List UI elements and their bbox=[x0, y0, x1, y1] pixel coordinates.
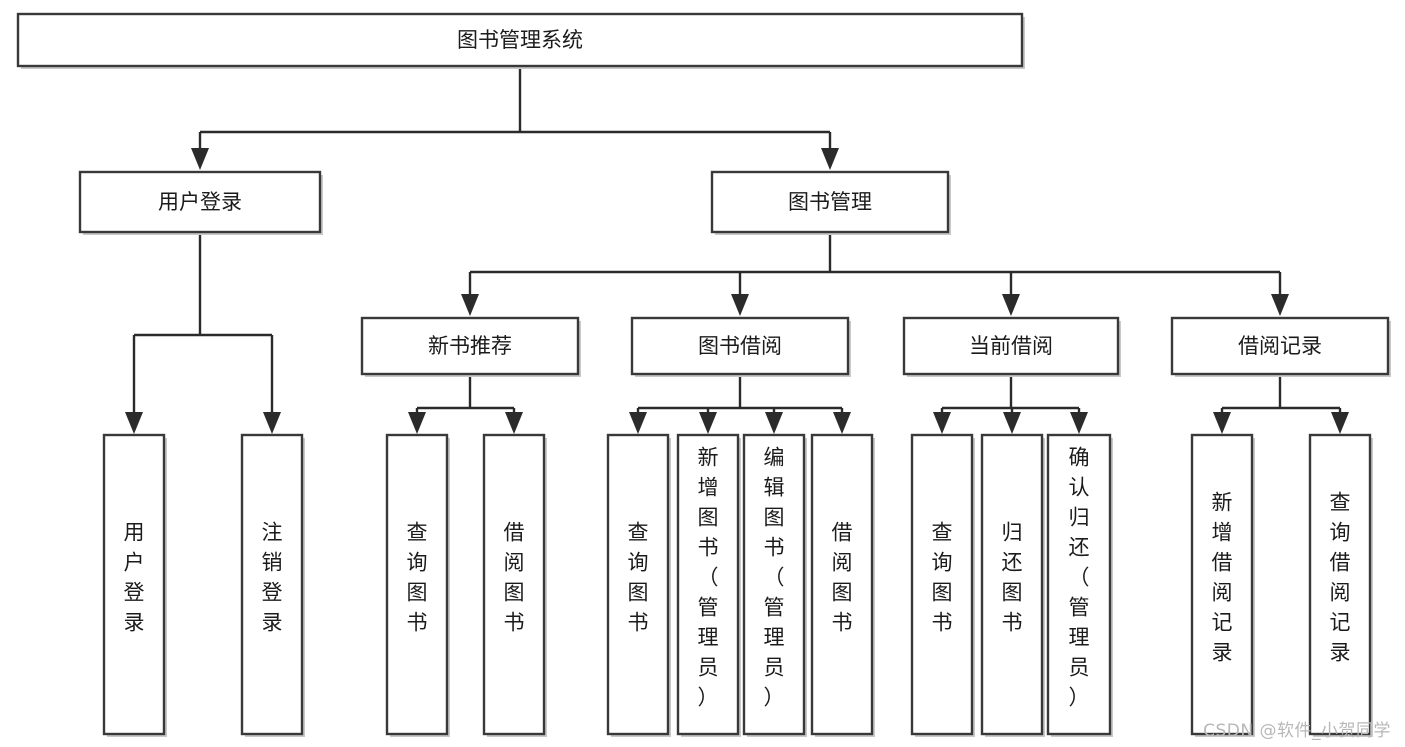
arrow-head-icon bbox=[1003, 412, 1021, 434]
node-borrow-record[interactable]: 借阅记录 bbox=[1170, 316, 1391, 377]
node-label: 归还图书 bbox=[1002, 521, 1023, 635]
node-rect[interactable] bbox=[1170, 316, 1390, 376]
node-leaf-borrow-book-recommend[interactable]: 借阅图书 bbox=[482, 433, 547, 737]
node-label: 新增图书（管理员） bbox=[698, 446, 719, 710]
node-rect[interactable] bbox=[980, 433, 1044, 736]
node-leaf-user-login[interactable]: 用户登录 bbox=[102, 433, 167, 737]
arrow-head-icon bbox=[629, 412, 647, 434]
arrow-head-icon bbox=[833, 412, 851, 434]
arrow-head-icon bbox=[821, 148, 839, 170]
node-label: 查询图书 bbox=[407, 521, 428, 635]
node-rect[interactable] bbox=[902, 316, 1120, 376]
arrow-head-icon bbox=[1331, 412, 1349, 434]
node-label: 编辑图书（管理员） bbox=[764, 446, 785, 710]
node-rect[interactable] bbox=[102, 433, 166, 736]
node-leaf-return-book[interactable]: 归还图书 bbox=[980, 433, 1045, 737]
node-leaf-logout[interactable]: 注销登录 bbox=[240, 433, 305, 737]
node-rect[interactable] bbox=[78, 170, 322, 234]
node-label: 新书推荐 bbox=[428, 334, 512, 358]
node-label: 用户登录 bbox=[158, 190, 242, 214]
node-label: 图书借阅 bbox=[698, 334, 782, 358]
node-rect[interactable] bbox=[385, 433, 449, 736]
arrow-head-icon bbox=[699, 412, 717, 434]
node-label: 借阅图书 bbox=[504, 521, 525, 635]
node-book-borrow[interactable]: 图书借阅 bbox=[630, 316, 851, 377]
node-leaf-borrow-book[interactable]: 借阅图书 bbox=[810, 433, 875, 737]
node-label: 确认归还（管理员） bbox=[1069, 446, 1090, 710]
node-rect[interactable] bbox=[676, 433, 740, 736]
node-rect[interactable] bbox=[1308, 433, 1372, 736]
node-leaf-confirm-return-admin[interactable]: 确认归还（管理员） bbox=[1046, 433, 1113, 737]
arrow-head-icon bbox=[505, 412, 523, 434]
arrow-head-icon bbox=[191, 148, 209, 170]
node-label: 用户登录 bbox=[124, 521, 145, 635]
node-label: 借阅图书 bbox=[832, 521, 853, 635]
node-new-book-recommend[interactable]: 新书推荐 bbox=[360, 316, 581, 377]
node-leaf-add-book-admin[interactable]: 新增图书（管理员） bbox=[676, 433, 741, 737]
node-rect[interactable] bbox=[16, 12, 1024, 68]
node-label: 查询借阅记录 bbox=[1330, 491, 1351, 665]
node-label: 图书管理 bbox=[788, 190, 872, 214]
node-leaf-query-book-borrow[interactable]: 查询图书 bbox=[606, 433, 671, 737]
node-label: 新增借阅记录 bbox=[1212, 491, 1233, 665]
node-rect[interactable] bbox=[360, 316, 580, 376]
node-rect[interactable] bbox=[742, 433, 806, 736]
watermark-text: CSDN @软件_小贺同学 bbox=[1203, 721, 1391, 741]
node-boxes: 图书管理系统用户登录图书管理新书推荐图书借阅当前借阅借阅记录用户登录注销登录查询… bbox=[16, 12, 1391, 737]
node-rect[interactable] bbox=[1190, 433, 1254, 736]
arrow-head-icon bbox=[125, 412, 143, 434]
arrow-head-icon bbox=[408, 412, 426, 434]
node-rect[interactable] bbox=[710, 170, 950, 234]
node-book-manage[interactable]: 图书管理 bbox=[710, 170, 951, 235]
connector-edges bbox=[125, 66, 1349, 434]
node-rect[interactable] bbox=[910, 433, 974, 736]
node-leaf-add-borrow-record[interactable]: 新增借阅记录 bbox=[1190, 433, 1255, 737]
node-leaf-query-book-current[interactable]: 查询图书 bbox=[910, 433, 975, 737]
arrow-head-icon bbox=[933, 412, 951, 434]
node-label: 查询图书 bbox=[932, 521, 953, 635]
node-label: 图书管理系统 bbox=[457, 28, 583, 52]
node-rect[interactable] bbox=[482, 433, 546, 736]
node-leaf-edit-book-admin[interactable]: 编辑图书（管理员） bbox=[742, 433, 807, 737]
node-rect[interactable] bbox=[810, 433, 874, 736]
arrow-head-icon bbox=[1002, 294, 1020, 316]
node-current-borrow[interactable]: 当前借阅 bbox=[902, 316, 1121, 377]
node-leaf-query-book-recommend[interactable]: 查询图书 bbox=[385, 433, 450, 737]
arrow-head-icon bbox=[765, 412, 783, 434]
node-label: 查询图书 bbox=[628, 521, 649, 635]
node-rect[interactable] bbox=[630, 316, 850, 376]
node-user-login[interactable]: 用户登录 bbox=[78, 170, 323, 235]
node-label: 注销登录 bbox=[262, 521, 283, 635]
arrow-head-icon bbox=[1271, 294, 1289, 316]
arrow-head-icon bbox=[1070, 412, 1088, 434]
node-label: 借阅记录 bbox=[1238, 334, 1322, 358]
node-rect[interactable] bbox=[606, 433, 670, 736]
arrow-head-icon bbox=[731, 294, 749, 316]
node-rect[interactable] bbox=[1046, 433, 1112, 736]
node-rect[interactable] bbox=[240, 433, 304, 736]
arrow-head-icon bbox=[1213, 412, 1231, 434]
arrow-head-icon bbox=[263, 412, 281, 434]
arrow-head-icon bbox=[461, 294, 479, 316]
node-label: 当前借阅 bbox=[969, 334, 1053, 358]
node-root[interactable]: 图书管理系统 bbox=[16, 12, 1025, 69]
node-leaf-query-borrow-record[interactable]: 查询借阅记录 bbox=[1308, 433, 1373, 737]
